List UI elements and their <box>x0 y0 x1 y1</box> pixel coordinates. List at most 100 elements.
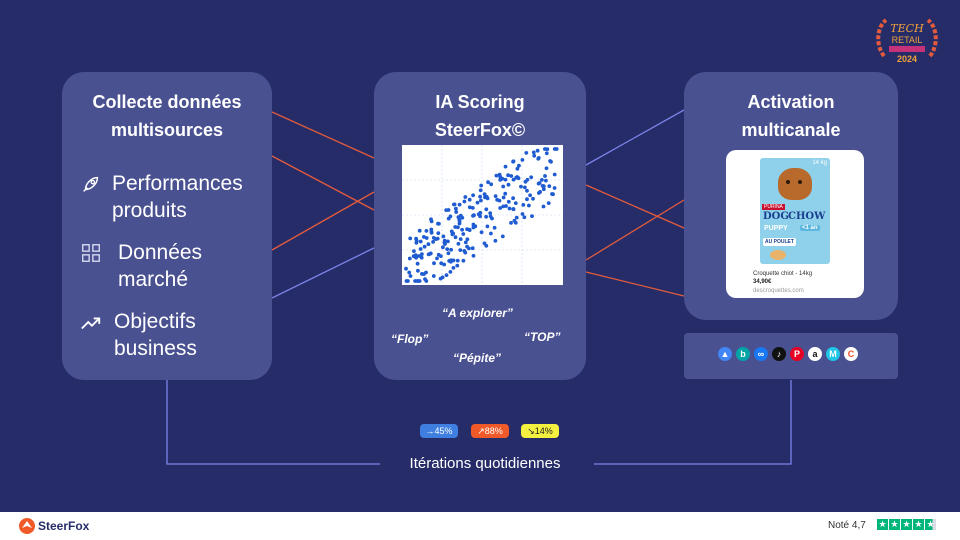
scatter-dot <box>484 214 488 219</box>
scatter-dot <box>417 228 422 233</box>
product-title[interactable]: Croquette chiot - 14kg <box>753 271 813 277</box>
scatter-dot <box>424 229 429 233</box>
feature-performances-2: produits <box>112 199 187 222</box>
scatter-dot <box>458 213 463 218</box>
star-icon: ★ <box>901 519 912 530</box>
scatter-dot <box>436 252 441 257</box>
connector-blue-2 <box>585 109 685 166</box>
scatter-dot <box>420 252 424 256</box>
scatter-dot <box>489 231 493 236</box>
card-scoring: IA Scoring SteerFox© “A explorer” “Flop”… <box>374 72 586 380</box>
rocket-icon <box>83 176 99 192</box>
scatter-dot <box>540 178 544 182</box>
bing-icon[interactable]: b <box>736 347 750 361</box>
google-ads-icon[interactable]: ▲ <box>718 347 732 361</box>
scatter-dot <box>492 225 497 230</box>
scatter-dot <box>504 204 508 208</box>
meta-icon[interactable]: ∞ <box>754 347 768 361</box>
scatter-dot <box>414 236 418 241</box>
criteo-c-icon[interactable]: C <box>844 347 858 361</box>
scatter-dot <box>451 266 456 270</box>
scatter-dot <box>519 184 523 189</box>
collect-title-2: multisources <box>110 120 224 140</box>
footer-logo[interactable]: SteerFox <box>38 519 90 533</box>
scatter-dot <box>493 238 498 243</box>
connector-lines <box>166 109 792 465</box>
scatter-dot <box>478 188 483 193</box>
scatter-svg <box>402 145 563 285</box>
scatter-dot <box>503 177 508 182</box>
connector-orange-5 <box>585 199 685 261</box>
scatter-plot <box>402 145 563 285</box>
scatter-dot <box>500 234 505 239</box>
amazon-icon[interactable]: a <box>808 347 822 361</box>
scatter-dot <box>501 184 506 189</box>
scatter-dot <box>422 235 426 239</box>
scatter-dot <box>441 234 446 239</box>
scatter-dot <box>489 182 494 187</box>
scatter-dot <box>415 261 420 266</box>
scatter-dot <box>527 203 531 208</box>
scatter-dot <box>418 239 423 244</box>
star-icon: ★ <box>913 519 924 530</box>
slide: TECH RETAIL 2024 Collecte données multis… <box>62 18 938 472</box>
scatter-dot <box>497 198 502 203</box>
star-half-icon: ★ <box>925 519 936 530</box>
scatter-dot <box>424 279 429 283</box>
product-shop[interactable]: descroquettes.com <box>753 288 804 294</box>
marketplace-m-icon[interactable]: M <box>826 347 840 361</box>
scatter-dot <box>509 174 514 178</box>
quadrant-explore: “A explorer” <box>442 306 513 320</box>
scatter-dot <box>545 147 550 152</box>
chicken-illustration <box>770 250 786 260</box>
steerfox-logo-icon[interactable] <box>18 517 36 535</box>
scatter-dot <box>446 208 451 212</box>
scatter-dot <box>454 210 459 214</box>
scatter-dot <box>522 215 527 220</box>
product-image: 14 kg PURINA DOG CHOW PUPPY <1 an AU POU… <box>760 158 830 264</box>
scatter-dot <box>446 239 450 244</box>
scatter-dot <box>546 201 551 205</box>
scatter-dot <box>552 147 557 151</box>
scatter-dot <box>535 148 540 153</box>
scatter-dot <box>431 274 436 278</box>
scatter-dot <box>407 256 412 261</box>
scatter-dot <box>419 255 424 260</box>
star-icon: ★ <box>877 519 888 530</box>
scatter-dot <box>455 258 460 263</box>
scatter-dot <box>494 173 499 178</box>
scatter-dot <box>479 183 484 188</box>
tiktok-icon[interactable]: ♪ <box>772 347 786 361</box>
scoring-title-1: IA Scoring <box>435 92 525 112</box>
star-icon: ★ <box>889 519 900 530</box>
footer: SteerFox Noté 4,7 ★ ★ ★ ★ ★ <box>0 512 960 540</box>
scatter-dot <box>501 195 506 200</box>
trend-up-icon <box>81 317 101 330</box>
scatter-dot <box>418 247 423 251</box>
scatter-dot <box>531 196 535 201</box>
connector-orange-2 <box>271 155 375 211</box>
scatter-dot <box>471 253 476 258</box>
scatter-dot <box>498 178 503 182</box>
scatter-dot <box>406 279 410 283</box>
scatter-dot <box>498 206 503 210</box>
card-activation: Activation multicanale 14 kg PURINA DOG … <box>684 72 898 320</box>
scatter-dot <box>523 185 527 190</box>
scatter-dot <box>524 151 529 155</box>
connector-orange-3 <box>271 191 375 251</box>
product-weight: 14 kg <box>812 160 827 166</box>
pinterest-icon[interactable]: P <box>790 347 804 361</box>
scatter-dot <box>461 258 466 263</box>
scatter-dot <box>467 246 471 251</box>
award-line2: RETAIL <box>892 35 923 45</box>
scatter-dot <box>439 261 444 266</box>
scatter-dot <box>513 220 518 225</box>
feature-performances-1: Performances <box>112 172 243 195</box>
product-card[interactable]: 14 kg PURINA DOG CHOW PUPPY <1 an AU POU… <box>726 150 864 298</box>
scatter-dot <box>442 238 447 243</box>
scatter-dot <box>449 247 453 252</box>
activation-title-2: multicanale <box>741 120 841 140</box>
scatter-dot <box>452 202 457 207</box>
scatter-dot <box>478 210 483 215</box>
scatter-dot <box>463 195 468 199</box>
